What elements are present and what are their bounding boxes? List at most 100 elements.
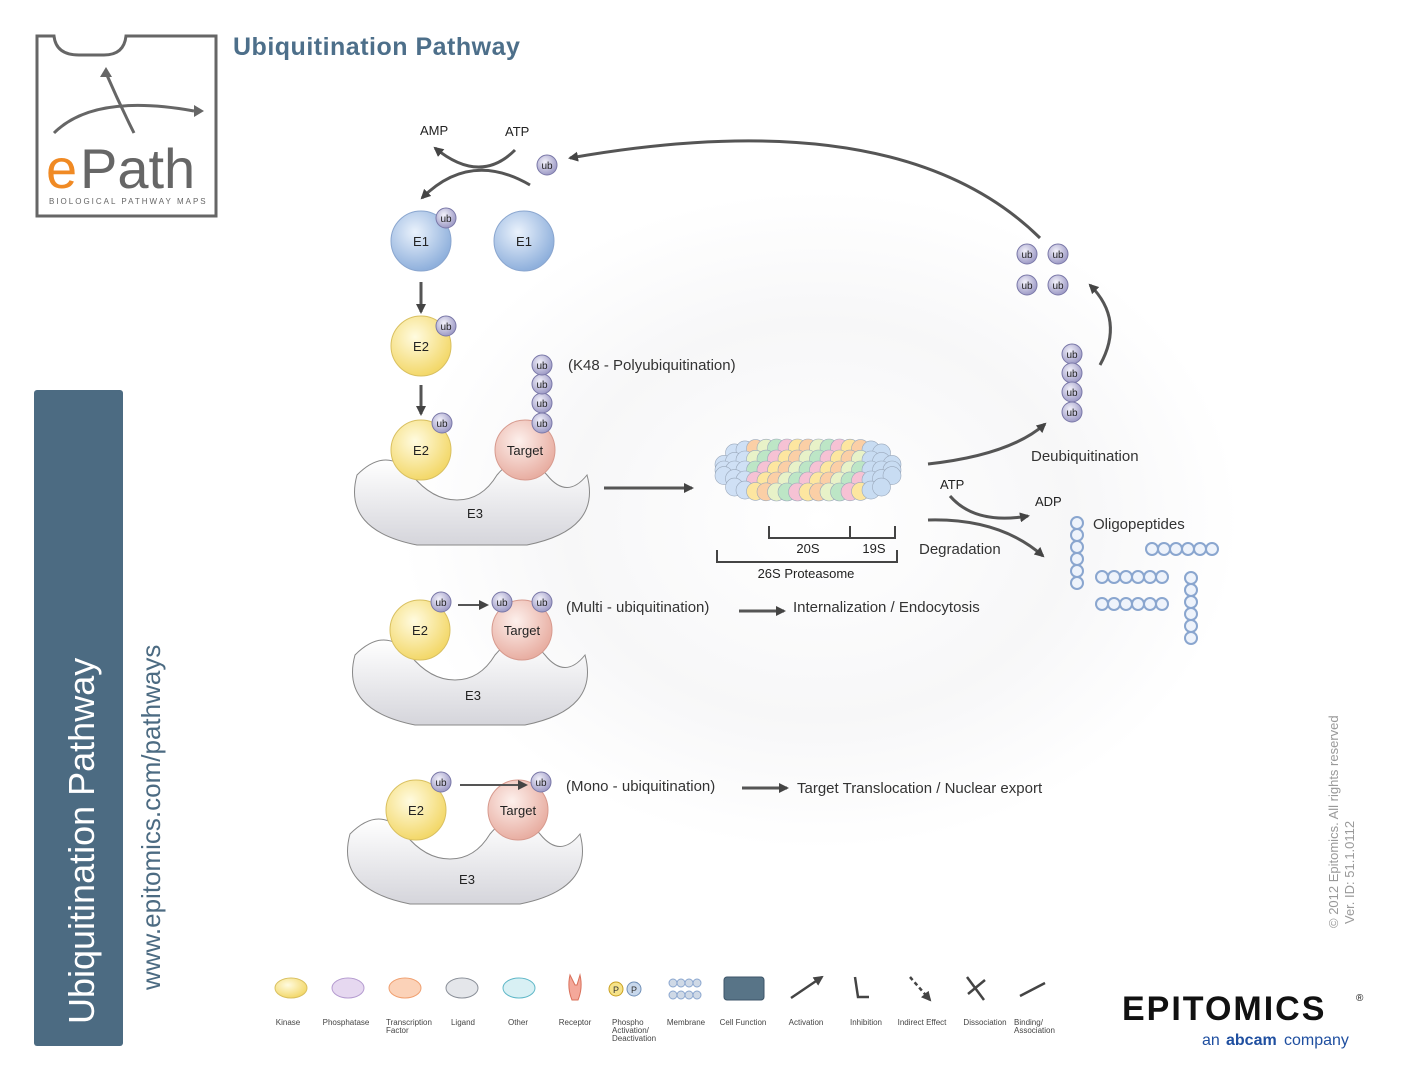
- deubiquitination-label: Deubiquitination: [1031, 448, 1139, 465]
- cell-function-icon: [723, 976, 765, 1001]
- proteasome-subunit: [872, 477, 891, 497]
- registered-mark: ®: [1356, 993, 1364, 1004]
- dissociation-icon: [965, 976, 986, 1001]
- legend: P P: [274, 973, 1046, 1002]
- translocation-label: Target Translocation / Nuclear export: [797, 780, 1043, 797]
- copyright-line1: © 2012 Epitomics. All rights reserved: [1326, 715, 1341, 928]
- peptide-bead: [1095, 597, 1109, 611]
- degradation-label: Degradation: [919, 541, 1001, 558]
- peptide-bead: [1131, 597, 1145, 611]
- peptide-bead: [1184, 583, 1198, 597]
- peptide-bead: [1143, 597, 1157, 611]
- svg-text:ub: ub: [1021, 281, 1033, 292]
- svg-text:ub: ub: [1052, 281, 1064, 292]
- legend-label-inhibition: Inhibition: [850, 1018, 882, 1027]
- tagline-post: company: [1284, 1032, 1349, 1049]
- e2-loaded: E2 ub: [390, 315, 457, 377]
- svg-text:ub: ub: [1066, 408, 1078, 419]
- other-icon: [502, 977, 536, 999]
- label-26s: 26S Proteasome: [758, 566, 855, 581]
- e1-loaded: E1 ub: [390, 207, 457, 272]
- peptide-bead: [1119, 570, 1133, 584]
- peptide-bead: [1169, 542, 1183, 556]
- ligand-icon: [445, 977, 479, 999]
- internalization-label: Internalization / Endocytosis: [793, 599, 980, 616]
- proteasome: [714, 438, 902, 502]
- ub-chain-released: ub ub ub ub: [1061, 343, 1083, 423]
- banner-url[interactable]: www.epitomics.com/pathways: [136, 645, 166, 991]
- legend-label-other: Other: [508, 1018, 528, 1027]
- peptide-bead: [1145, 542, 1159, 556]
- phospho-icon: P P: [608, 981, 642, 997]
- peptide-bead: [1070, 576, 1084, 590]
- logo-path: Path: [80, 137, 195, 200]
- proteasome-brackets: [716, 526, 898, 563]
- svg-text:ub: ub: [435, 598, 447, 609]
- membrane-icon: [668, 978, 702, 1000]
- peptide-bead: [1184, 595, 1198, 609]
- peptide-bead: [1070, 540, 1084, 554]
- epath-logo: e Path BIOLOGICAL PATHWAY MAPS: [35, 34, 218, 218]
- multi-label: (Multi - ubiquitination): [566, 599, 709, 616]
- background-glow: [400, 190, 1240, 850]
- svg-text:ub: ub: [1021, 250, 1033, 261]
- peptide-bead: [1155, 597, 1169, 611]
- kinase-icon: [274, 977, 308, 999]
- tagline-pre: an: [1202, 1032, 1220, 1049]
- label-20s: 20S: [796, 541, 819, 556]
- svg-text:E2: E2: [413, 443, 429, 458]
- side-banner: [34, 390, 123, 1046]
- atp-top-label: ATP: [505, 124, 529, 139]
- svg-text:E2: E2: [413, 339, 429, 354]
- ub-free-cluster: ub ub ub ub: [1016, 243, 1069, 296]
- svg-text:ub: ub: [536, 419, 548, 430]
- peptide-bead: [1119, 597, 1133, 611]
- svg-text:ub: ub: [436, 419, 448, 430]
- svg-text:E3: E3: [459, 872, 475, 887]
- svg-text:P: P: [631, 985, 637, 995]
- svg-text:ub: ub: [435, 778, 447, 789]
- activation-icon: [790, 975, 824, 1000]
- binding-icon: [1019, 981, 1046, 998]
- mono-label: (Mono - ubiquitination): [566, 778, 715, 795]
- peptide-bead: [1131, 570, 1145, 584]
- company-name: EPITOMICS: [1122, 990, 1326, 1028]
- svg-text:ub: ub: [496, 598, 508, 609]
- deubiquitination-arrow: [927, 422, 1047, 466]
- legend-label-membrane: Membrane: [667, 1018, 706, 1027]
- recycle-ub-arrow: [568, 139, 1042, 240]
- svg-text:ub: ub: [536, 399, 548, 410]
- peptide-bead: [1095, 570, 1109, 584]
- peptide-bead: [1193, 542, 1207, 556]
- legend-label-indirect-effect: Indirect Effect: [898, 1018, 948, 1027]
- svg-text:ub: ub: [1066, 388, 1078, 399]
- svg-text:ub: ub: [1052, 250, 1064, 261]
- legend-label-ligand: Ligand: [451, 1018, 475, 1027]
- svg-text:E2: E2: [412, 623, 428, 638]
- copyright-block: © 2012 Epitomics. All rights reserved Ve…: [1326, 715, 1357, 928]
- poly-label: (K48 - Polyubiquitination): [568, 357, 736, 374]
- atp-adp-arrow: [948, 495, 1030, 523]
- legend-label-kinase: Kinase: [276, 1018, 301, 1027]
- svg-text:E1: E1: [413, 234, 429, 249]
- peptide-bead: [1070, 516, 1084, 530]
- peptide-bead: [1107, 570, 1121, 584]
- peptide-bead: [1070, 564, 1084, 578]
- legend-label-dissociation: Dissociation: [963, 1018, 1006, 1027]
- side-banner-label: Ubiquitination Pathway: [61, 658, 102, 1024]
- svg-text:ub: ub: [440, 322, 452, 333]
- legend-label-receptor: Receptor: [559, 1018, 592, 1027]
- svg-text:E3: E3: [467, 506, 483, 521]
- peptide-bead: [1184, 571, 1198, 585]
- tagline-brand: abcam: [1226, 1032, 1277, 1049]
- atp-amp-arrow: [433, 146, 517, 169]
- e1-free: E1: [493, 210, 555, 272]
- e3-complex-poly: E3 E2 ub Target ub ub ub ub: [354, 354, 590, 546]
- logo-e: e: [46, 137, 77, 200]
- legend-label-phosphatase: Phosphatase: [323, 1018, 370, 1027]
- e3-complex-mono: E3 E2 ub Target ub: [347, 771, 583, 905]
- amp-label: AMP: [420, 123, 448, 138]
